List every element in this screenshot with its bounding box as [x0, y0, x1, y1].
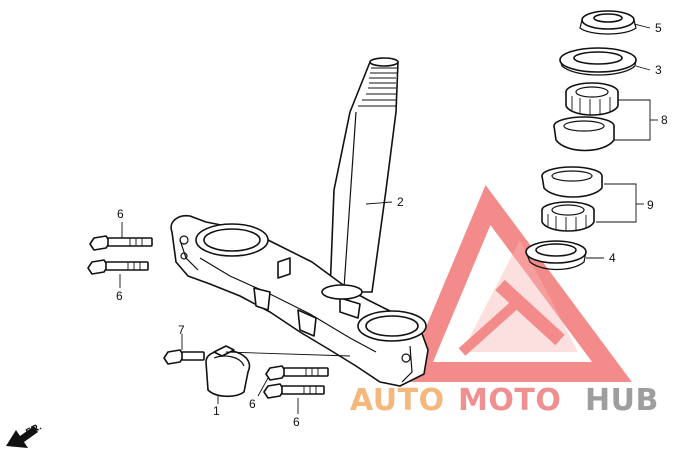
- arrow-down-left-icon: [6, 426, 38, 448]
- bolt-6-bottom-b: [263, 383, 325, 399]
- pinch-bolt-shaft: [225, 351, 351, 357]
- callout-9: 9: [647, 198, 654, 212]
- watermark-auto: AUTO: [350, 383, 445, 418]
- bolt-6-bottom-a: [265, 365, 329, 381]
- dust-seal-part-3: [559, 47, 637, 76]
- watermark-text: AUTO MOTO HUB: [350, 383, 659, 418]
- bolt-6-upper: [89, 235, 153, 251]
- callout-6-lower: 6: [116, 289, 123, 303]
- direction-label: FR.: [24, 421, 44, 438]
- callout-6-bottom-a: 6: [249, 397, 256, 411]
- callout-6-bottom-b: 6: [293, 415, 300, 429]
- steering-stem: [329, 57, 399, 293]
- bearing-set-part-9: [541, 166, 603, 232]
- watermark-moto: MOTO: [458, 383, 561, 418]
- callout-4: 4: [609, 251, 616, 265]
- watermark-hub: HUB: [585, 383, 659, 418]
- callout-1: 1: [213, 404, 220, 418]
- callout-7: 7: [178, 323, 185, 337]
- callout-3: 3: [655, 63, 662, 77]
- callout-2: 2: [397, 195, 404, 209]
- steering-bracket: [170, 214, 429, 387]
- castle-nut-part-5: [579, 10, 637, 35]
- bearing-set-part-8: [553, 82, 619, 152]
- callout-8: 8: [661, 113, 668, 127]
- bolt-7: [163, 349, 205, 365]
- callout-5: 5: [655, 21, 662, 35]
- holder-part-1: [205, 345, 251, 398]
- watermark-logo: [402, 184, 632, 382]
- callout-6-upper: 6: [117, 207, 124, 221]
- bolt-6-lower: [87, 259, 149, 275]
- dust-seal-part-4: [525, 240, 587, 271]
- leader-lines: [119, 23, 658, 414]
